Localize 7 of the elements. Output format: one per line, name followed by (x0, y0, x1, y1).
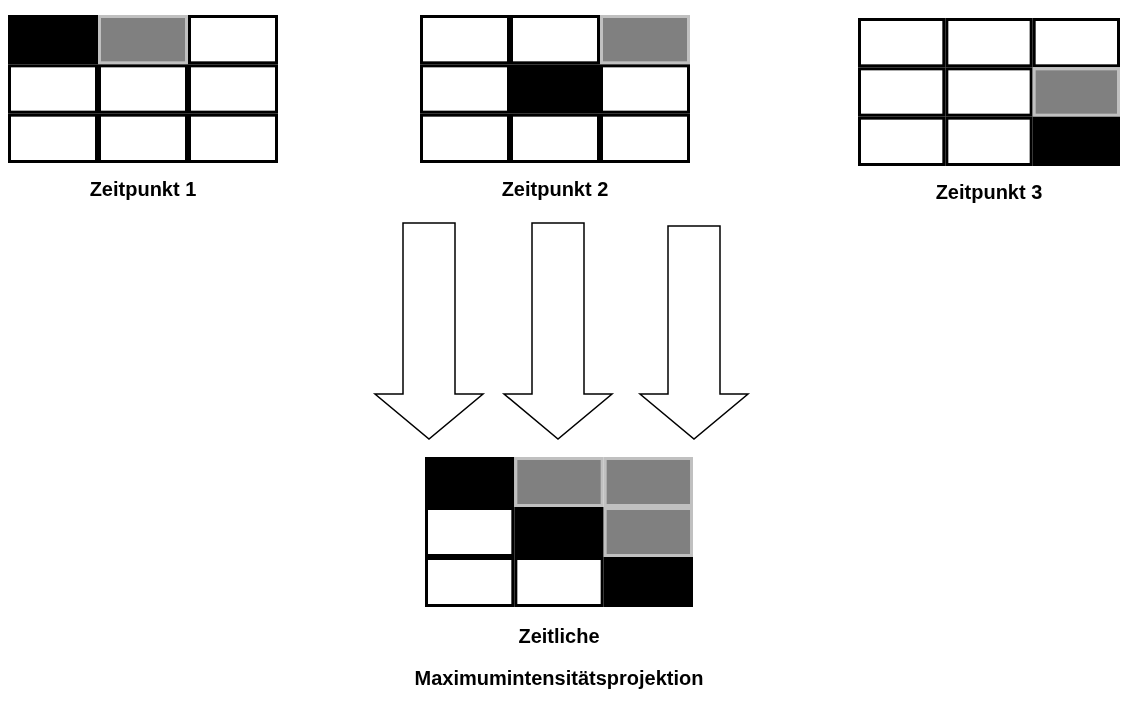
block-arrow (637, 225, 751, 440)
node-label: Zeitliche Maximumintensitätsprojektion (413, 624, 705, 691)
node-label: Zeitpunkt 2 (500, 178, 610, 201)
node-label: Zeitpunkt 3 (934, 181, 1044, 204)
block-arrow (372, 222, 486, 440)
block-arrow (501, 222, 615, 440)
node-label: Zeitpunkt 1 (88, 178, 198, 201)
